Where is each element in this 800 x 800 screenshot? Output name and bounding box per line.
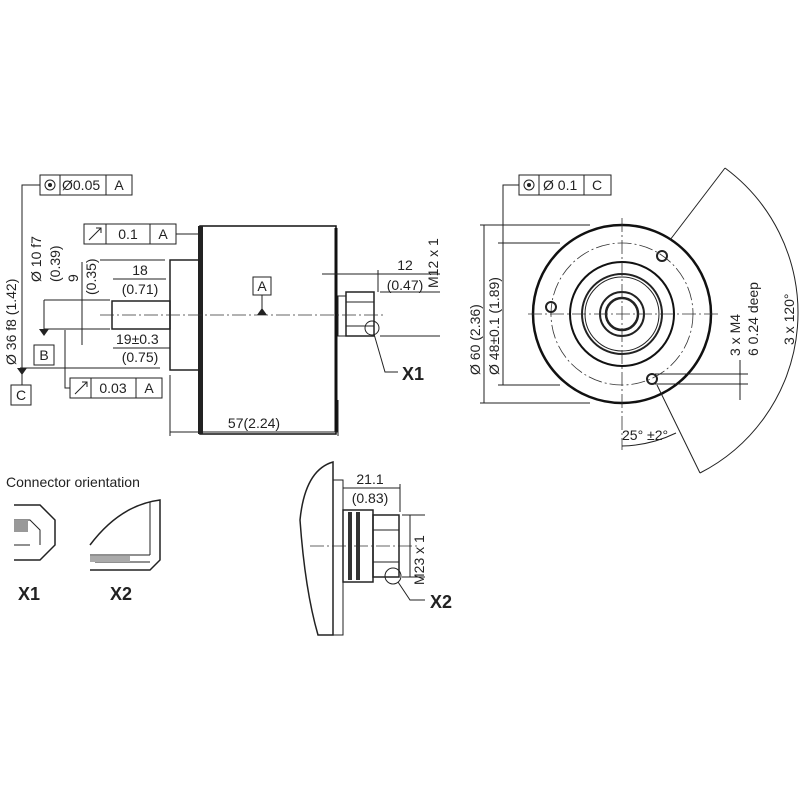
dim-9: 9 <box>65 274 81 282</box>
dim-18-in: (0.71) <box>122 281 159 297</box>
dim-19-in: (0.75) <box>122 349 159 365</box>
fcf-tolerance: 0.03 <box>99 380 126 396</box>
fcf-tolerance: 0.1 <box>118 226 138 242</box>
dim-21: 21.1 <box>356 471 383 487</box>
m23-connector-view: 21.1 (0.83) M23 x 1 X2 <box>299 461 452 636</box>
x1-label: X1 <box>18 584 40 604</box>
thread-m23: M23 x 1 <box>411 535 427 585</box>
dim-57: 57(2.24) <box>228 415 280 431</box>
x2-detail-circle <box>384 567 402 585</box>
holes-depth: 6 0.24 deep <box>745 282 761 356</box>
dim-48: Ø 48±0.1 (1.89) <box>486 277 502 375</box>
connector-orientation-title: Connector orientation <box>6 474 140 490</box>
datum-c-label: C <box>16 387 26 403</box>
runout-arrow-icon <box>88 227 102 241</box>
fcf-runout-face: 0.1 A <box>83 223 198 245</box>
dim-shaft-diameter-in: (0.39) <box>47 245 63 282</box>
encoder-body <box>199 225 337 435</box>
fcf-datum: A <box>144 380 154 396</box>
datum-b-label: B <box>39 347 48 363</box>
runout-arrow-icon <box>74 381 88 395</box>
m12-connector <box>345 291 375 337</box>
connector-base <box>337 295 347 337</box>
callout-x2: X2 <box>430 592 452 612</box>
angle-spacing: 3 x 120° <box>781 293 797 345</box>
dim-flange-diameter: Ø 36 f8 (1.42) <box>3 279 19 365</box>
mounting-hole <box>545 301 557 313</box>
x2-orientation-icon <box>89 499 161 571</box>
fcf-concentricity-right: Ø 0.1 C <box>502 174 612 243</box>
dim-12: 12 <box>397 257 413 273</box>
angle-offset: 25° ±2° <box>622 427 668 443</box>
fcf-concentricity-left: Ø0.05 A <box>21 174 133 388</box>
x2-label: X2 <box>110 584 132 604</box>
callout-x1: X1 <box>402 364 424 384</box>
dim-18: 18 <box>132 262 148 278</box>
dim-9-in: (0.35) <box>83 258 99 295</box>
x1-orientation-icon <box>14 504 56 561</box>
dim-60: Ø 60 (2.36) <box>467 304 483 375</box>
fcf-tolerance: Ø 0.1 <box>543 177 577 193</box>
concentricity-icon <box>523 179 535 191</box>
front-view: Ø 0.1 C Ø 60 (2.36) Ø 48±0.1 (1.89) 3 x … <box>467 167 799 474</box>
mounting-hole <box>646 373 658 385</box>
concentricity-icon <box>44 179 56 191</box>
dim-21-in: (0.83) <box>352 490 389 506</box>
x1-detail-circle <box>364 320 380 336</box>
datum-a-label: A <box>257 278 267 294</box>
dim-shaft-diameter: Ø 10 f7 <box>28 236 44 282</box>
side-view: A Ø0.05 A 0.1 A 0.03 A <box>3 174 441 436</box>
fcf-runout-shaft: 0.03 A <box>64 330 163 399</box>
connector-orientation: Connector orientation X1 X2 <box>6 474 161 604</box>
housing-section <box>299 461 334 636</box>
holes-spec: 3 x M4 <box>727 314 743 356</box>
dim-19: 19±0.3 <box>116 331 159 347</box>
thread-m12: M12 x 1 <box>425 238 441 288</box>
mounting-hole <box>656 250 668 262</box>
fcf-datum: C <box>592 177 602 193</box>
fcf-datum: A <box>114 177 124 193</box>
dim-12-in: (0.47) <box>387 277 424 293</box>
angle-arc-120 <box>699 167 799 474</box>
fcf-datum: A <box>158 226 168 242</box>
fcf-tolerance: Ø0.05 <box>62 177 100 193</box>
